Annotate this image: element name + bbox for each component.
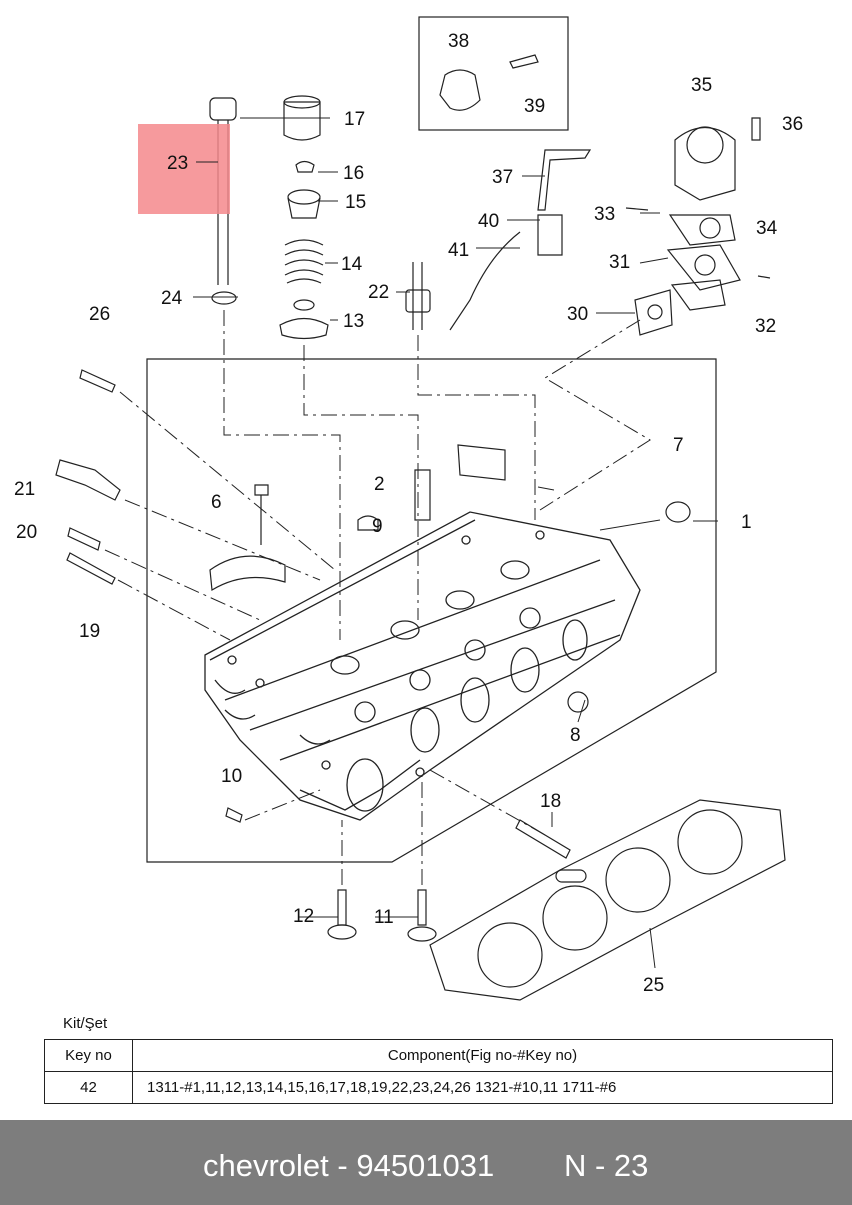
callout-13: 13	[343, 311, 364, 332]
callout-1: 1	[741, 512, 752, 533]
callout-24: 24	[161, 288, 183, 309]
callout-12: 12	[293, 906, 314, 927]
sensor-stud	[405, 262, 431, 330]
callout-8: 8	[570, 725, 581, 746]
callout-19: 19	[79, 621, 100, 642]
callout-20: 20	[16, 522, 37, 543]
callout-18: 18	[540, 791, 561, 812]
kit-title: Kit/Şet	[63, 1015, 108, 1032]
callout-14: 14	[341, 254, 363, 275]
footer-banner: chevrolet - 94501031 N - 23	[0, 1120, 852, 1205]
misc-parts	[209, 444, 691, 942]
callout-labels: 1 2 6 7 8 9 10 11 12 13 14 15 16 17 18 1…	[14, 31, 803, 996]
callout-39: 39	[524, 96, 545, 117]
callout-31: 31	[609, 252, 630, 273]
cell-component: 1311-#1,11,12,13,14,15,16,17,18,19,22,23…	[132, 1071, 833, 1104]
left-fittings	[55, 369, 121, 585]
callout-40: 40	[478, 211, 499, 232]
footer-figure-code: N - 23	[564, 1148, 649, 1183]
callout-38: 38	[448, 31, 469, 52]
callout-26: 26	[89, 304, 110, 325]
callout-17: 17	[344, 109, 365, 130]
footer-part-number: chevrolet - 94501031	[203, 1148, 495, 1183]
kit-table-header-row: Key no Component(Fig no-#Key no)	[44, 1039, 833, 1072]
callout-10: 10	[221, 766, 242, 787]
table-row: 42 1311-#1,11,12,13,14,15,16,17,18,19,22…	[44, 1071, 833, 1104]
callout-21: 21	[14, 479, 35, 500]
detail-box	[418, 16, 569, 131]
header-key-no: Key no	[44, 1039, 133, 1072]
callout-32: 32	[755, 316, 776, 337]
callout-25: 25	[643, 975, 664, 996]
callout-11: 11	[374, 907, 394, 928]
callout-36: 36	[782, 114, 803, 135]
callout-2: 2	[374, 474, 385, 495]
callout-30: 30	[567, 304, 588, 325]
callout-41: 41	[448, 240, 469, 261]
exploded-parts-diagram: 1 2 6 7 8 9 10 11 12 13 14 15 16 17 18 1…	[14, 16, 803, 1001]
cell-key-no: 42	[44, 1071, 133, 1104]
callout-16: 16	[343, 163, 364, 184]
callout-7: 7	[673, 435, 684, 456]
callout-6: 6	[211, 492, 222, 513]
callout-15: 15	[345, 192, 366, 213]
callout-37: 37	[492, 167, 513, 188]
callout-22: 22	[368, 282, 389, 303]
header-component: Component(Fig no-#Key no)	[132, 1039, 833, 1072]
callout-23: 23	[167, 153, 188, 174]
callout-34: 34	[756, 218, 778, 239]
leader-lines	[104, 117, 718, 969]
egr-assembly	[439, 54, 771, 336]
highlight-box	[138, 124, 230, 214]
kit-table: Key no Component(Fig no-#Key no) 42 1311…	[44, 1039, 833, 1104]
assembly-frame	[146, 358, 717, 863]
valve-parts	[279, 95, 329, 340]
cylinder-head	[204, 511, 641, 821]
callout-35: 35	[691, 75, 712, 96]
head-gasket	[429, 799, 786, 1001]
callout-33: 33	[594, 204, 615, 225]
callout-9: 9	[372, 516, 383, 537]
